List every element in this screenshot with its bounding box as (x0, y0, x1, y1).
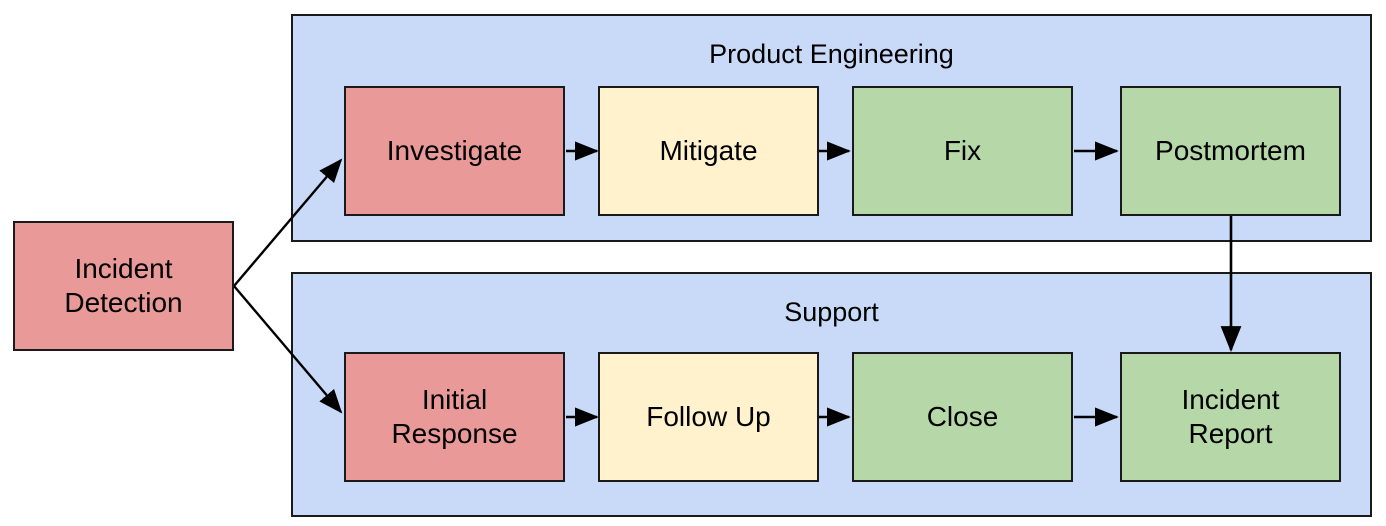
node-incident-report[interactable]: Incident Report (1120, 352, 1341, 482)
node-label-follow-up: Follow Up (646, 400, 771, 432)
swimlane-title-support: Support (784, 297, 879, 327)
node-label-investigate: Investigate (386, 134, 523, 166)
swimlane-title-product-engineering: Product Engineering (709, 39, 954, 69)
node-fix[interactable]: Fix (852, 86, 1073, 216)
node-postmortem[interactable]: Postmortem (1120, 86, 1341, 216)
node-label-incident-report: Incident Report (1181, 383, 1280, 449)
node-label-mitigate: Mitigate (659, 134, 758, 166)
node-incident-detection[interactable]: Incident Detection (13, 221, 234, 351)
node-follow-up[interactable]: Follow Up (598, 352, 819, 482)
node-initial-response[interactable]: Initial Response (344, 352, 565, 482)
node-investigate[interactable]: Investigate (344, 86, 565, 216)
node-label-close: Close (926, 400, 999, 432)
node-label-initial-response: Initial Response (391, 383, 518, 449)
node-label-postmortem: Postmortem (1155, 134, 1306, 166)
node-label-incident-detection: Incident Detection (64, 252, 183, 318)
node-close[interactable]: Close (852, 352, 1073, 482)
node-label-fix: Fix (943, 134, 982, 166)
node-mitigate[interactable]: Mitigate (598, 86, 819, 216)
